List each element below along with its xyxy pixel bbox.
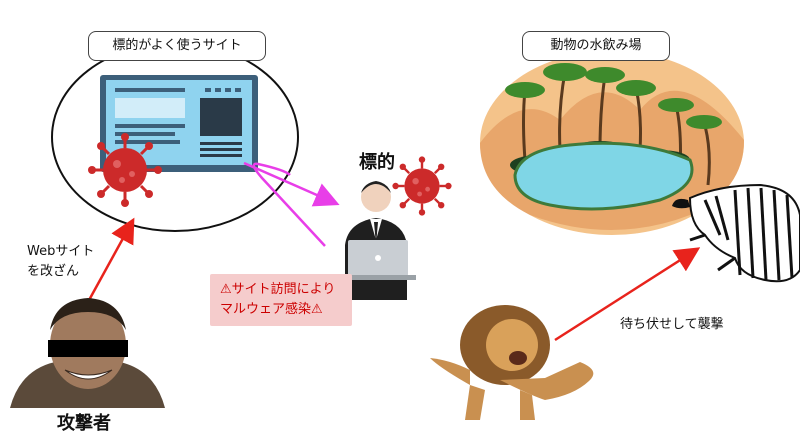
virus-icon-target bbox=[391, 155, 453, 217]
attack-arrow-ambush bbox=[554, 247, 701, 342]
watering-hole-title-box: 動物の水飲み場 bbox=[522, 31, 670, 61]
zebra-icon bbox=[672, 183, 800, 283]
ambush-label: 待ち伏せして襲撃 bbox=[620, 317, 724, 332]
infection-arrow-to-target bbox=[243, 161, 340, 207]
target-label: 標的 bbox=[359, 152, 395, 173]
attacker-label: 攻撃者 bbox=[57, 413, 111, 434]
infection-arrow-back bbox=[252, 162, 326, 247]
attacker-avatar-icon bbox=[10, 298, 165, 408]
website-hack-label: Webサイト を改ざん bbox=[27, 242, 94, 282]
target-person-icon bbox=[340, 181, 416, 300]
infection-warning: ⚠サイト訪問により マルウェア感染⚠ bbox=[210, 274, 352, 326]
website-title-box: 標的がよく使うサイト bbox=[88, 31, 266, 61]
attack-arrow-hack bbox=[86, 217, 135, 303]
warning-line2: マルウェア感染⚠ bbox=[220, 302, 323, 317]
virus-icon bbox=[86, 131, 164, 209]
website-hack-label-line1: Webサイト bbox=[27, 244, 95, 259]
website-hack-label-line2: を改ざん bbox=[27, 264, 80, 279]
pond bbox=[513, 141, 694, 211]
warning-line1: ⚠サイト訪問により bbox=[220, 282, 336, 297]
lion-icon bbox=[430, 305, 594, 420]
